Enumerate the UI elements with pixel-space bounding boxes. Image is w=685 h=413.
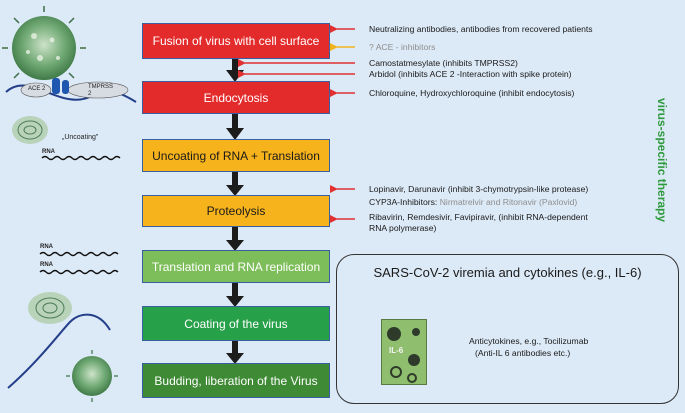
step-fusion: Fusion of virus with cell surface [142, 23, 330, 59]
step-endocytosis-label: Endocytosis [203, 90, 269, 105]
coating-illustration [28, 292, 72, 324]
note-ace-inhibitors: ? ACE - inhibitors [369, 42, 436, 52]
anticytokines-note: Anticytokines, e.g., Tocilizumab (Anti-I… [469, 335, 588, 359]
note-camostat: Camostatmesylate (inhibits TMPRSS2) [369, 58, 518, 68]
therapy-arrows [238, 25, 438, 347]
rna-label-2: RNA [40, 244, 53, 250]
step-translation-replication: Translation and RNA replication [142, 250, 330, 283]
viremia-cytokines-panel: SARS-CoV-2 viremia and cytokines (e.g., … [336, 254, 679, 404]
virus-specific-therapy-label: virus-specific therapy [655, 97, 669, 223]
uncoating-illustration [12, 116, 48, 144]
anticytokines-line2: (Anti-IL 6 antibodies etc.) [475, 348, 571, 358]
note-arbidol: Arbidol (inhibits ACE 2 -Interaction wit… [369, 69, 572, 79]
cytokine-micrograph-graphic [387, 327, 420, 383]
cytokine-micrograph: IL-6 [381, 319, 427, 385]
note-cyp3a-inhibitors: CYP3A-Inhibitors: Nirmatrelvir and Riton… [369, 197, 577, 208]
cytokine-image-text: IL-6 [389, 346, 404, 355]
step-uncoating: Uncoating of RNA + Translation [142, 139, 330, 172]
step-coating-label: Coating of the virus [184, 316, 288, 331]
step-fusion-label: Fusion of virus with cell surface [152, 34, 320, 48]
budding-illustration [7, 313, 118, 402]
rna-label-3: RNA [40, 262, 53, 268]
step-coating: Coating of the virus [142, 306, 330, 341]
note-cyp3a-prefix: CYP3A-Inhibitors: [369, 197, 440, 207]
ace2-label: ACE 2 [28, 86, 46, 92]
note-neutralizing-antibodies: Neutralizing antibodies, antibodies from… [369, 24, 593, 34]
note-lopinavir: Lopinavir, Darunavir (inhibit 3-chymotry… [369, 184, 589, 194]
tmprss2-label: TMPRSS 2 [88, 84, 114, 97]
virus-illustration [2, 6, 86, 90]
step-budding-label: Budding, liberation of the Virus [154, 373, 318, 388]
step-proteolysis: Proteolysis [142, 195, 330, 227]
step-budding: Budding, liberation of the Virus [142, 363, 330, 398]
rna-strand-lines [39, 155, 121, 275]
note-cyp3a-drugs: Nirmatrelvir and Ritonavir (Paxlovid) [439, 197, 578, 207]
note-ribavirin-line1: Ribavirin, Remdesivir, Favipiravir, (inh… [369, 212, 588, 222]
step-endocytosis: Endocytosis [142, 81, 330, 114]
step-translation-replication-label: Translation and RNA replication [151, 259, 321, 274]
note-chloroquine: Chloroquine, Hydroxychloroquine (inhibit… [369, 88, 575, 98]
note-ribavirin-line2: RNA polymerase) [369, 223, 437, 233]
rna-label-1: RNA [42, 149, 55, 155]
uncoating-label: „Uncoating" [62, 134, 99, 141]
membrane-illustration [5, 78, 137, 103]
viremia-panel-title: SARS-CoV-2 viremia and cytokines (e.g., … [373, 265, 642, 280]
step-uncoating-label: Uncoating of RNA + Translation [152, 148, 320, 163]
anticytokines-line1: Anticytokines, e.g., Tocilizumab [469, 336, 589, 346]
step-proteolysis-label: Proteolysis [206, 204, 266, 218]
